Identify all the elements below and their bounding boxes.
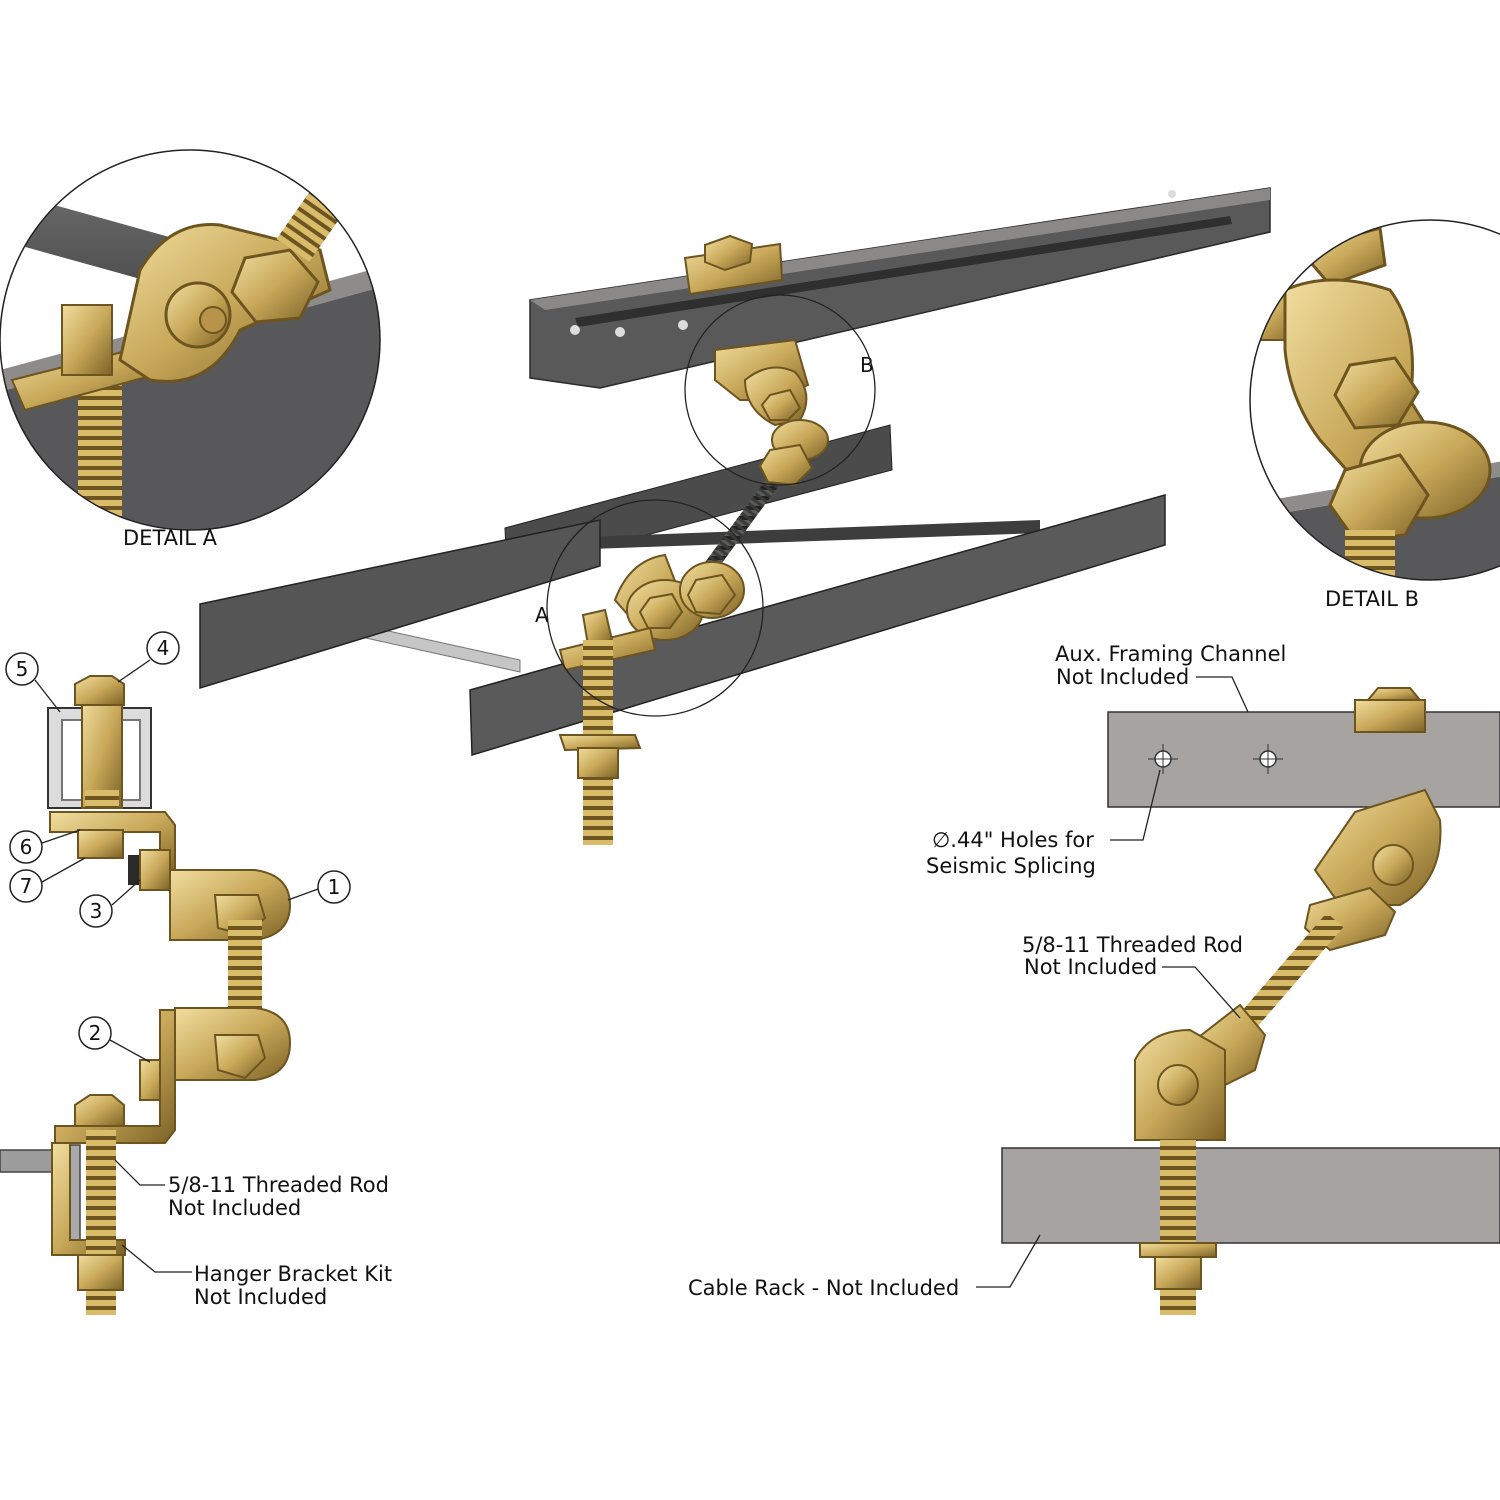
aux-channel-note: Not Included	[1056, 665, 1189, 689]
balloon-5	[5, 652, 39, 686]
balloon-leaders	[34, 659, 319, 1063]
rod-left-note: Not Included	[168, 1196, 301, 1220]
detail-b-marker: B	[860, 353, 874, 377]
svg-text:7: 7	[20, 874, 33, 898]
left-callouts: 5/8-11 Threaded Rod Not Included Hanger …	[114, 1159, 392, 1309]
balloon-7	[9, 869, 43, 903]
holes-label: ∅.44" Holes for	[932, 828, 1094, 852]
detail-b-view	[1250, 220, 1500, 580]
detail-a-view	[0, 150, 380, 530]
hanger-kit-label: Hanger Bracket Kit	[194, 1262, 392, 1286]
cable-rack-rail-front	[469, 494, 1166, 757]
balloon-1	[317, 870, 351, 904]
balloon-2	[78, 1016, 112, 1050]
svg-text:3: 3	[90, 899, 103, 923]
right-front-view	[1001, 687, 1500, 1315]
balloon-4	[146, 631, 180, 665]
svg-text:4: 4	[157, 636, 170, 660]
side-view-assembly	[0, 675, 292, 1315]
svg-text:5: 5	[16, 657, 29, 681]
holes-note: Seismic Splicing	[926, 854, 1096, 878]
cable-rack-section	[1001, 1147, 1500, 1244]
rod-left-label: 5/8-11 Threaded Rod	[168, 1173, 389, 1197]
detail-a-title: DETAIL A	[123, 526, 218, 550]
balloons	[5, 631, 351, 1050]
balloon-3	[79, 894, 113, 928]
cable-rack-label: Cable Rack - Not Included	[688, 1276, 959, 1300]
svg-text:6: 6	[20, 835, 33, 859]
cable-rack-rail-left	[199, 519, 601, 690]
balloon-numbers: 1 2 3 4 5 6 7	[16, 636, 341, 1045]
svg-text:1: 1	[328, 875, 341, 899]
rod-right-note: Not Included	[1024, 955, 1157, 979]
detail-b-marker-circle	[684, 294, 876, 486]
right-callouts: Aux. Framing Channel Not Included ∅.44" …	[688, 642, 1286, 1300]
detail-a-circle	[0, 149, 381, 531]
rod-right-label: 5/8-11 Threaded Rod	[1022, 933, 1243, 957]
hanger-kit-note: Not Included	[194, 1285, 327, 1309]
svg-text:2: 2	[89, 1021, 102, 1045]
detail-b-circle	[1249, 219, 1500, 581]
balloon-6	[9, 830, 43, 864]
detail-a-marker-circle	[546, 499, 764, 717]
cable-rack-rung	[505, 520, 1040, 552]
detail-a-marker: A	[535, 603, 549, 627]
main-assembly-view: B A	[199, 187, 1271, 845]
detail-b-title: DETAIL B	[1325, 587, 1419, 611]
aux-channel-label: Aux. Framing Channel	[1055, 642, 1286, 666]
